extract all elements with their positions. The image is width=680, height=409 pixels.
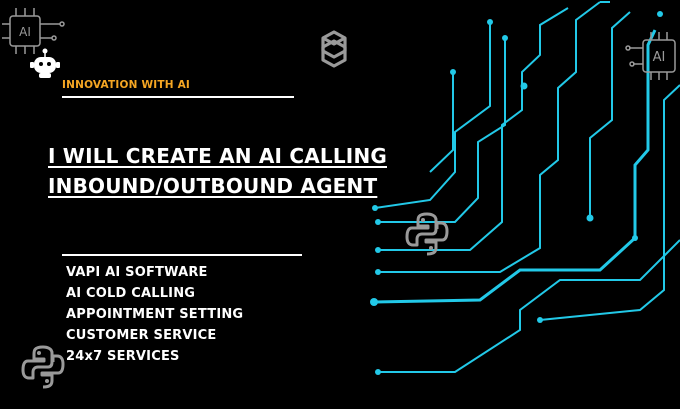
page-title: I WILL CREATE AN AI CALLING INBOUND/OUTB… (48, 141, 387, 201)
title-line: INBOUND/OUTBOUND AGENT (48, 174, 378, 198)
python-icon (405, 212, 449, 256)
title-line: I WILL CREATE AN AI CALLING (48, 144, 387, 168)
list-item: CUSTOMER SERVICE (66, 328, 217, 343)
list-item: VAPI AI SOFTWARE (66, 265, 208, 280)
list-item: APPOINTMENT SETTING (66, 307, 244, 322)
tagline: INNOVATION WITH AI (62, 79, 191, 91)
list-item: AI COLD CALLING (66, 286, 196, 301)
ai-chip-icon: AI (625, 32, 676, 80)
openai-icon (321, 30, 347, 68)
python-icon (21, 345, 65, 389)
services-divider (62, 254, 302, 256)
ai-chip-icon: AI (2, 8, 65, 54)
tagline-divider (62, 96, 294, 98)
svg-text:AI: AI (653, 50, 666, 65)
robot-icon (30, 48, 60, 78)
list-item: 24x7 SERVICES (66, 349, 180, 364)
services-list: VAPI AI SOFTWARE AI COLD CALLING APPOINT… (66, 262, 243, 367)
svg-text:AI: AI (19, 25, 31, 39)
